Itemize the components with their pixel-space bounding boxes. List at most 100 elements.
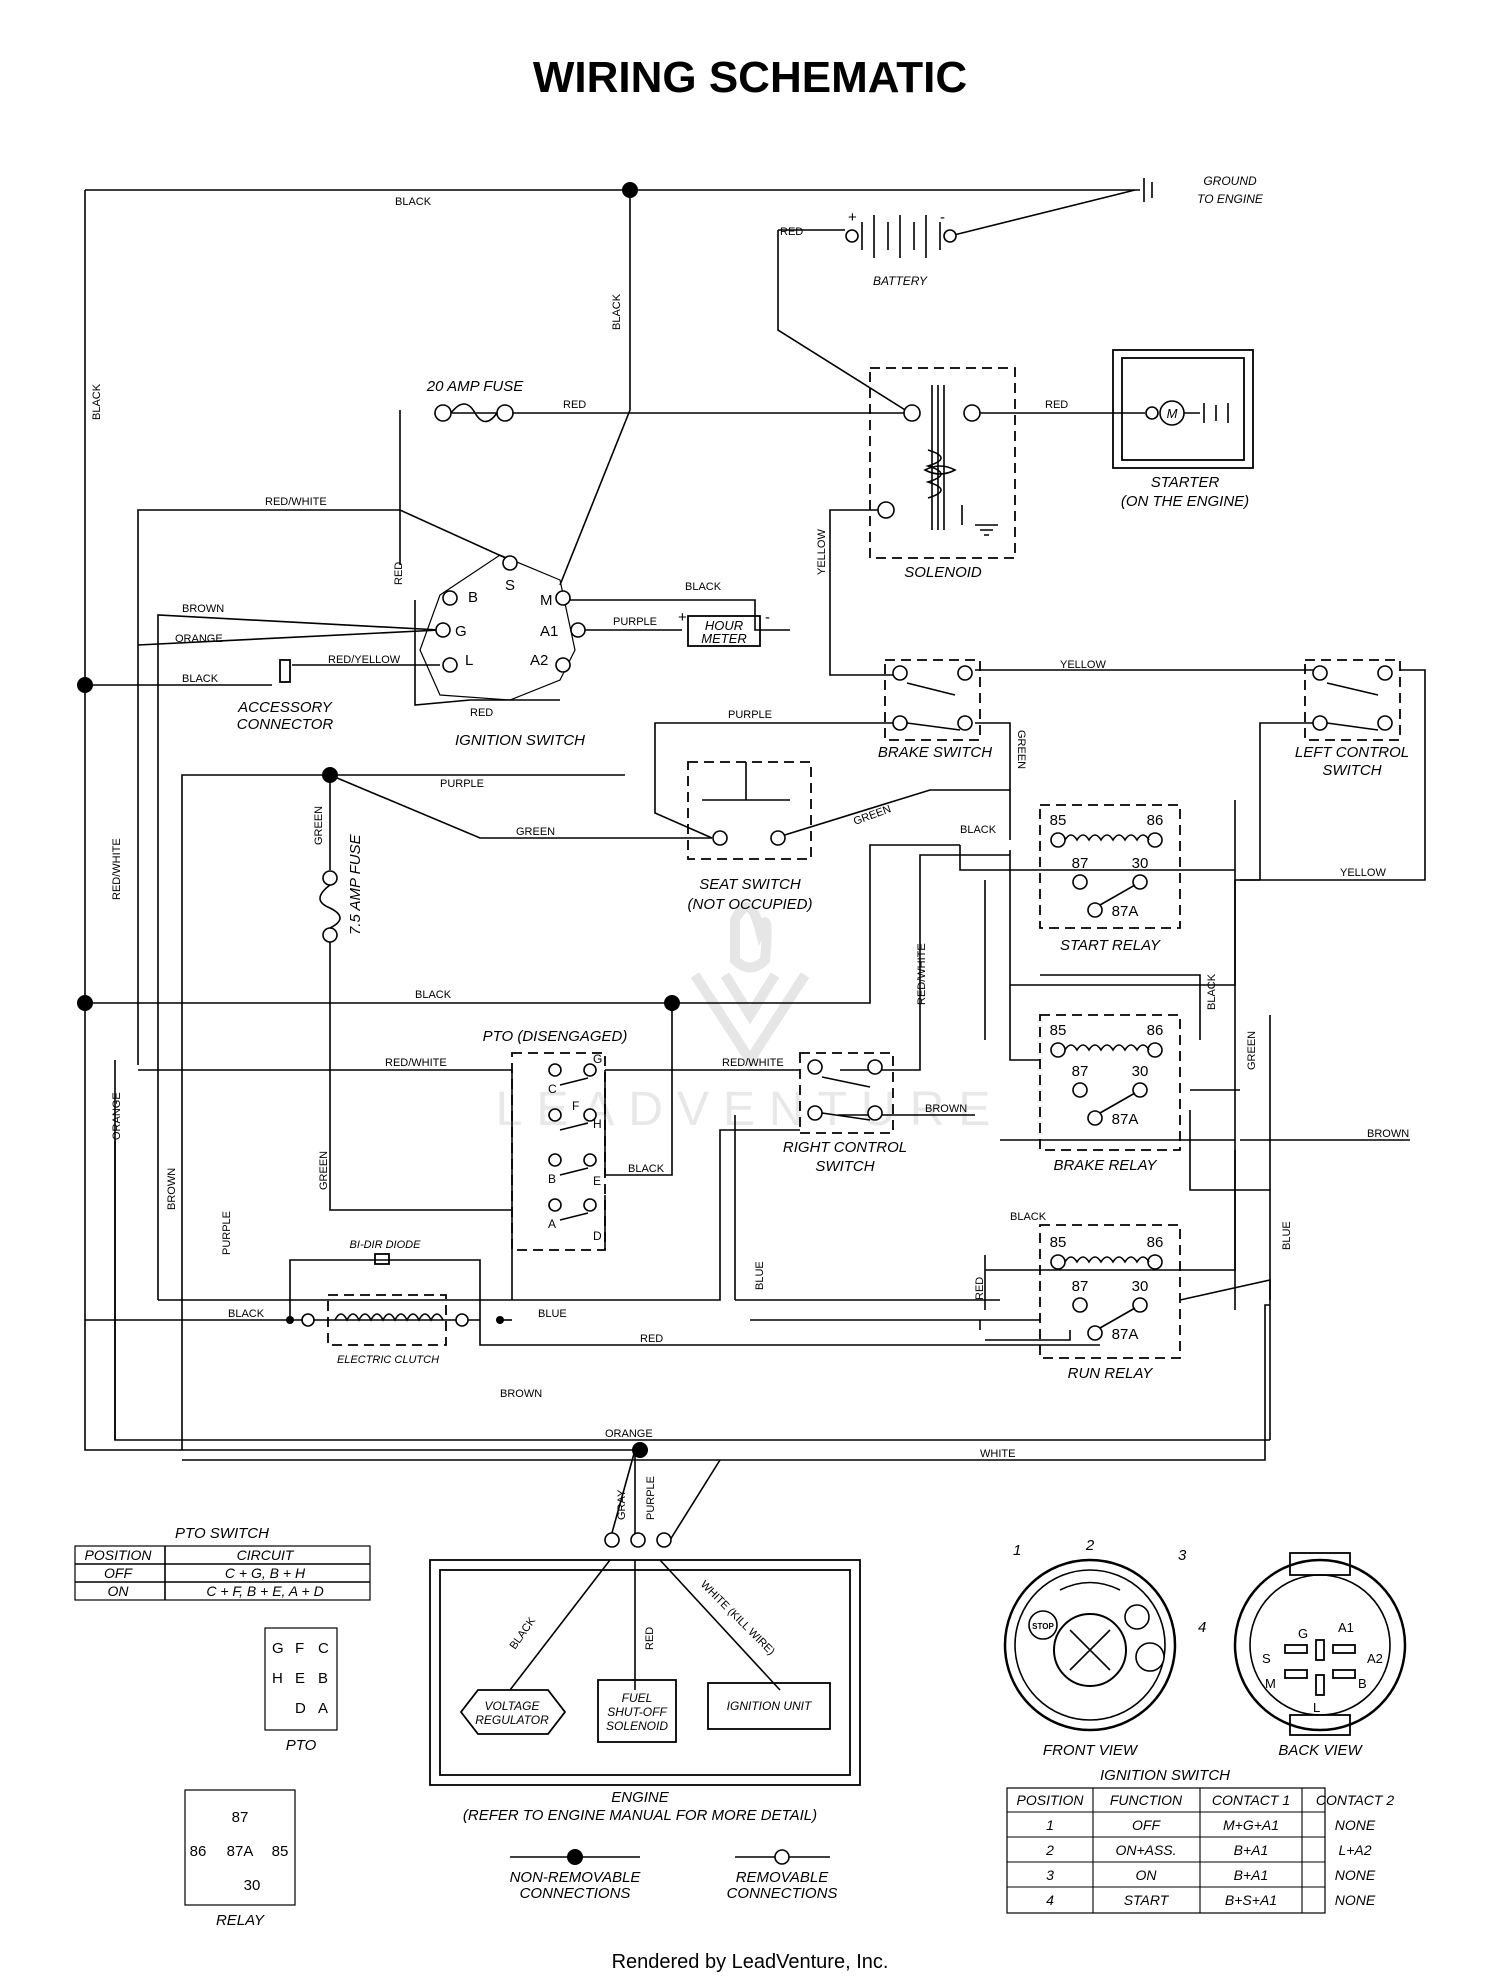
svg-text:BROWN: BROWN — [925, 1103, 967, 1115]
page-title: WIRING SCHEMATIC — [533, 53, 967, 102]
svg-text:SOLENOID: SOLENOID — [606, 1719, 668, 1733]
svg-text:L: L — [465, 652, 473, 669]
svg-text:85: 85 — [272, 1843, 289, 1860]
svg-text:BROWN: BROWN — [166, 1168, 178, 1210]
svg-text:(REFER TO ENGINE MANUAL FOR MO: (REFER TO ENGINE MANUAL FOR MORE DETAIL) — [463, 1807, 817, 1824]
svg-text:RED: RED — [644, 1627, 656, 1650]
svg-text:RED: RED — [470, 707, 493, 719]
svg-text:SOLENOID: SOLENOID — [904, 564, 982, 581]
svg-text:D: D — [593, 1229, 602, 1243]
start-relay: 85 86 87 30 87A START RELAY — [1039, 804, 1181, 954]
svg-text:PURPLE: PURPLE — [221, 1211, 233, 1255]
svg-text:GROUND: GROUND — [1203, 174, 1257, 188]
svg-text:METER: METER — [701, 631, 747, 646]
svg-text:REGULATOR: REGULATOR — [475, 1713, 549, 1727]
svg-text:GRAY: GRAY — [616, 1489, 628, 1520]
svg-text:BATTERY: BATTERY — [873, 274, 928, 288]
svg-text:7.5 AMP FUSE: 7.5 AMP FUSE — [347, 833, 364, 935]
svg-text:BLUE: BLUE — [538, 1308, 567, 1320]
svg-text:WHITE: WHITE — [980, 1448, 1015, 1460]
svg-text:87: 87 — [1072, 1278, 1089, 1295]
svg-text:86: 86 — [190, 1843, 207, 1860]
pto-switch-table: PTO SWITCH POSITION CIRCUIT OFF C + G, B… — [74, 1525, 371, 1601]
watermark: LEADVENTURE — [496, 1083, 1005, 1136]
svg-text:START RELAY: START RELAY — [1060, 937, 1161, 954]
svg-text:87A: 87A — [1112, 903, 1139, 920]
svg-text:PURPLE: PURPLE — [613, 616, 657, 628]
svg-text:GREEN: GREEN — [318, 1151, 330, 1190]
svg-text:RELAY: RELAY — [216, 1912, 265, 1929]
svg-text:ON: ON — [108, 1583, 130, 1599]
fuse-20-amp: 20 AMP FUSE — [426, 378, 524, 423]
svg-text:PTO SWITCH: PTO SWITCH — [175, 1525, 269, 1542]
svg-text:RED/WHITE: RED/WHITE — [916, 943, 928, 1005]
svg-text:BRAKE RELAY: BRAKE RELAY — [1053, 1157, 1157, 1174]
svg-text:A2: A2 — [1367, 1651, 1383, 1666]
svg-text:SWITCH: SWITCH — [815, 1158, 874, 1175]
accessory-connector: ACCESSORY CONNECTOR — [237, 659, 333, 733]
relay-pin-diagram: 87 86 87A 85 30 RELAY — [184, 1789, 296, 1929]
svg-text:BLUE: BLUE — [754, 1261, 766, 1290]
svg-text:86: 86 — [1147, 1234, 1164, 1251]
svg-text:A1: A1 — [1338, 1620, 1354, 1635]
svg-text:POSITION: POSITION — [1017, 1792, 1085, 1808]
svg-text:HOUR: HOUR — [705, 618, 743, 633]
svg-text:3: 3 — [1178, 1547, 1187, 1564]
svg-text:(NOT OCCUPIED): (NOT OCCUPIED) — [688, 896, 813, 913]
svg-text:BLACK: BLACK — [611, 293, 623, 330]
svg-text:START: START — [1124, 1892, 1170, 1908]
svg-text:87: 87 — [1072, 855, 1089, 872]
svg-text:BLACK: BLACK — [415, 989, 452, 1001]
svg-text:85: 85 — [1050, 1234, 1067, 1251]
junction-dots — [77, 182, 680, 1458]
svg-text:S: S — [1262, 1651, 1271, 1666]
svg-text:M: M — [1167, 406, 1178, 421]
svg-text:RED/WHITE: RED/WHITE — [722, 1057, 784, 1069]
svg-text:LEFT CONTROL: LEFT CONTROL — [1295, 744, 1409, 761]
svg-text:B+A1: B+A1 — [1234, 1842, 1269, 1858]
svg-text:87A: 87A — [227, 1843, 254, 1860]
svg-text:BLACK: BLACK — [395, 196, 432, 208]
svg-text:FRONT VIEW: FRONT VIEW — [1043, 1742, 1139, 1759]
svg-text:BROWN: BROWN — [182, 603, 224, 615]
svg-text:PTO: PTO — [286, 1737, 317, 1754]
svg-text:G: G — [455, 623, 467, 640]
svg-text:IGNITION SWITCH: IGNITION SWITCH — [1100, 1767, 1230, 1784]
svg-text:A2: A2 — [530, 652, 548, 669]
svg-text:CONTACT 1: CONTACT 1 — [1212, 1792, 1290, 1808]
svg-text:G: G — [1298, 1626, 1308, 1641]
svg-text:BACK VIEW: BACK VIEW — [1278, 1742, 1363, 1759]
svg-text:+: + — [678, 609, 687, 626]
svg-text:1: 1 — [1013, 1542, 1021, 1559]
svg-text:RED/WHITE: RED/WHITE — [385, 1057, 447, 1069]
svg-text:VOLTAGE: VOLTAGE — [485, 1699, 541, 1713]
svg-text:87: 87 — [232, 1809, 249, 1826]
svg-text:RED/WHITE: RED/WHITE — [265, 496, 327, 508]
svg-text:NONE: NONE — [1335, 1817, 1376, 1833]
svg-text:TO ENGINE: TO ENGINE — [1197, 192, 1264, 206]
svg-text:85: 85 — [1050, 1022, 1067, 1039]
svg-text:B: B — [318, 1670, 328, 1687]
svg-text:B+A1: B+A1 — [1234, 1867, 1269, 1883]
svg-text:E: E — [593, 1174, 601, 1188]
svg-text:OFF: OFF — [104, 1565, 133, 1581]
svg-text:G: G — [593, 1052, 602, 1066]
svg-text:FUNCTION: FUNCTION — [1110, 1792, 1183, 1808]
svg-text:POSITION: POSITION — [85, 1547, 153, 1563]
svg-text:ENGINE: ENGINE — [611, 1789, 670, 1806]
ignition-switch: B S M G A1 L A2 IGNITION SWITCH — [419, 554, 586, 749]
svg-text:CONTACT 2: CONTACT 2 — [1316, 1792, 1395, 1808]
fuse-7-5-amp: 7.5 AMP FUSE — [319, 833, 364, 943]
wire-labels: BLACK BLACK BLACK RED RED RED RED/WHITE … — [91, 196, 1409, 1658]
svg-text:B+S+A1: B+S+A1 — [1225, 1892, 1277, 1908]
svg-text:PTO (DISENGAGED): PTO (DISENGAGED) — [483, 1028, 628, 1045]
svg-text:C + G, B + H: C + G, B + H — [225, 1565, 306, 1581]
svg-text:F: F — [295, 1640, 304, 1657]
svg-text:YELLOW: YELLOW — [1060, 659, 1106, 671]
svg-text:BROWN: BROWN — [1367, 1128, 1409, 1140]
svg-text:YELLOW: YELLOW — [1340, 867, 1386, 879]
svg-text:GREEN: GREEN — [313, 806, 325, 845]
pto-pin-diagram: G F C H E B D A PTO — [264, 1627, 338, 1754]
svg-text:L+A2: L+A2 — [1338, 1842, 1371, 1858]
